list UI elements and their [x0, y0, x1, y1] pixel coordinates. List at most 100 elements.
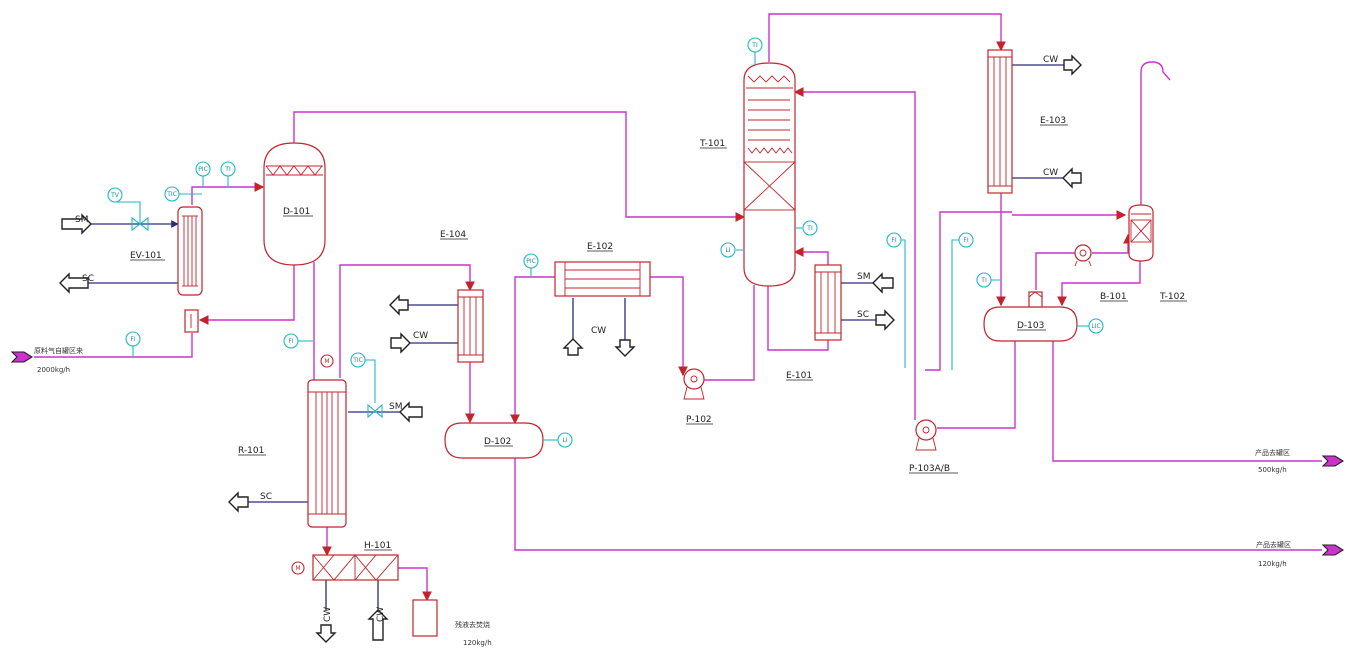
t101-top-ti-indicator: TI [747, 37, 763, 53]
h101-to-residue-pipe [398, 567, 432, 602]
tv-indicator: TV [107, 187, 123, 203]
h101-cw-in-label: CW [323, 607, 333, 622]
d102-to-product2-pipe [514, 458, 1322, 551]
residue-label: 残液去焚烧 [455, 620, 490, 629]
e102-to-p102-pipe [650, 276, 688, 377]
h101-cw-out-arrow: CW [367, 607, 389, 641]
product1-rate: 500kg/h [1258, 466, 1287, 474]
r101-steam-label: SM [389, 402, 402, 412]
vent-fi-tag: FI [963, 237, 968, 244]
t101-ti-indicator: TI [802, 220, 818, 236]
t101-tag: T-101 [699, 139, 725, 149]
tv-control-valve[interactable] [131, 216, 149, 232]
feed-pipe [34, 333, 193, 358]
d102-tag: D-102 [484, 437, 511, 447]
e101-condensate-arrow: SC [857, 309, 895, 331]
e104-cw-in-arrow: CW [390, 331, 428, 354]
ev101-condensate-arrow: SC [59, 272, 94, 294]
e102-cw-in-arrow [562, 338, 584, 356]
h101-motor-tag: M [295, 565, 300, 572]
e103-cw-in-arrow: CW [1043, 167, 1082, 189]
product2-terminal [1321, 544, 1345, 556]
reflux-pipe [793, 87, 916, 420]
e101-to-t101-pipe [793, 247, 829, 265]
feed-fi-tag: FI [130, 336, 135, 343]
r101-fi-tag: FI [288, 338, 293, 345]
ev101-steam-label: SM [75, 215, 88, 225]
r101-steam-arrow: SM [389, 401, 423, 423]
ev101-vaporizer[interactable] [177, 206, 203, 333]
residue-tank[interactable] [412, 599, 438, 637]
e102-exchanger[interactable] [554, 261, 651, 297]
t102-stack-pipe [1140, 61, 1171, 205]
e103-condenser[interactable] [987, 49, 1013, 194]
e104-cw-label: CW [413, 331, 428, 341]
t101-ti-tag: TI [806, 225, 813, 232]
process-piping [34, 13, 1322, 602]
t101-li-indicator: LI [720, 242, 736, 258]
r101-tag: R-101 [238, 446, 264, 456]
ev101-tic-indicator: TIC [164, 186, 180, 202]
e104-cw-out-arrow [389, 294, 409, 316]
d101-drum[interactable] [263, 142, 326, 266]
e102-tag: E-102 [587, 242, 613, 252]
vent-header-pipe [925, 211, 1012, 371]
e101-condensate-label: SC [857, 310, 869, 320]
feed-rate: 2000kg/h [37, 366, 70, 374]
d103-tag: D-103 [1017, 321, 1044, 331]
t102-loop-pipe [1035, 252, 1075, 290]
feed-fi-indicator: FI [125, 331, 141, 347]
e101-steam-label: SM [857, 272, 870, 282]
e101-steam-arrow: SM [857, 272, 894, 294]
e102-pic-tag: PIC [526, 258, 536, 265]
r101-condensate-label: SC [260, 492, 272, 502]
d103-ti-indicator: TI [976, 272, 992, 288]
d101-vapor-to-t101-pipe [293, 111, 746, 222]
d102-drum[interactable] [444, 422, 544, 459]
d103-to-product1-pipe [1052, 340, 1322, 462]
product2-label: 产品去罐区 [1256, 540, 1291, 549]
e104-exchanger[interactable] [457, 289, 484, 363]
e102-cw-out-arrow [614, 339, 636, 357]
r101-motor-tag: M [324, 358, 329, 365]
ev101-condensate-label: SC [82, 274, 94, 284]
d101-tag: D-101 [283, 207, 310, 217]
b101-blower[interactable] [1074, 244, 1092, 267]
d101-pic-indicator: PIC [195, 161, 211, 177]
d103-drum[interactable] [983, 291, 1078, 342]
d102-li-tag: LI [562, 437, 567, 444]
e101-reboiler[interactable] [814, 264, 842, 341]
t101-column[interactable] [743, 62, 796, 287]
t101-to-e101-pipe [767, 285, 829, 351]
t101-to-e103-pipe [768, 13, 1006, 62]
h101-cw-in-arrow: CW [315, 607, 337, 643]
t101-li-tag: LI [725, 247, 730, 254]
utility-lines [88, 64, 1064, 610]
r101-tic-tag: TIC [352, 357, 363, 364]
d103-ti-tag: TI [980, 277, 987, 284]
b101-tag: B-101 [1100, 292, 1127, 302]
ev101-steam-arrow: SM [61, 213, 92, 235]
e103-tag: E-103 [1040, 116, 1066, 126]
r101-control-valve[interactable] [367, 403, 383, 419]
d101-ti-tag: TI [224, 166, 231, 173]
t102-scrubber[interactable] [1128, 204, 1154, 262]
ev101-tic-tag: TIC [166, 191, 177, 198]
h101-cw-out-label: CW [376, 607, 386, 622]
b101-to-t102-pipe [1092, 233, 1133, 254]
d102-li-indicator: LI [557, 432, 573, 448]
p102-to-t101-pipe [704, 285, 755, 381]
feed-terminal [10, 351, 34, 363]
p103-pump[interactable] [915, 419, 937, 451]
d103-to-p103-pipe [937, 340, 1016, 429]
reflux-fi-tag: FI [891, 237, 896, 244]
p102-pump[interactable] [683, 368, 705, 400]
tv-indicator-tag: TV [110, 192, 120, 199]
h101-cooler[interactable] [312, 554, 399, 581]
e102-pi-indicator: PIC [523, 253, 539, 269]
d103-lic-tag: LIC [1091, 323, 1100, 330]
r101-reactor[interactable] [307, 379, 347, 528]
h101-motor: M [291, 561, 305, 575]
p103-tag: P-103A/B [909, 464, 950, 474]
